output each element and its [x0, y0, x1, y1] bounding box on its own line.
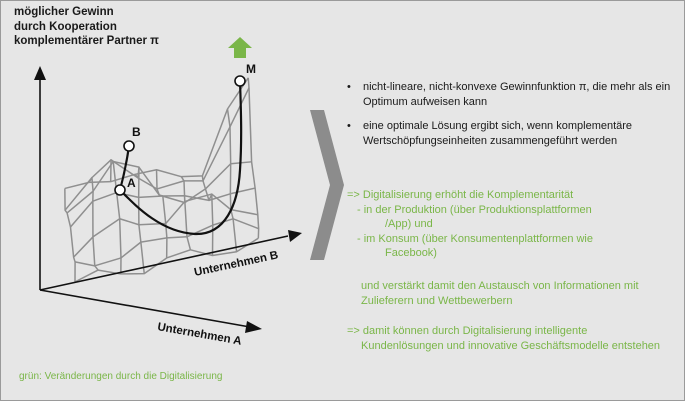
- mesh-line: [64, 87, 250, 211]
- y-axis-arrowhead: [34, 66, 46, 80]
- consumption-line-1: - im Konsum (über Konsumentenplattformen…: [357, 232, 593, 245]
- bullet-item: eine optimale Lösung ergibt sich, wenn k…: [345, 119, 675, 148]
- z-axis-unternehmen-a: [39, 289, 251, 328]
- axes: [34, 66, 302, 333]
- conclusion-block: => damit können durch Digitalisierung in…: [347, 324, 667, 353]
- consumption-line-2: Facebook): [385, 247, 437, 259]
- point-b-marker: [123, 140, 135, 152]
- path-a-to-m: [119, 80, 243, 236]
- x-axis-unternehmen-b: [39, 235, 289, 291]
- mesh-line: [64, 77, 249, 190]
- bullet-item: nicht-lineare, nicht-konvexe Gewinnfunkt…: [345, 80, 675, 109]
- point-a-label: A: [127, 176, 136, 190]
- z-axis-arrowhead: [245, 321, 262, 333]
- y-axis-label: möglicher Gewinn durch Kooperation kompl…: [14, 6, 159, 47]
- conclusion-line-2: Kundenlösungen und innovative Geschäftsm…: [361, 339, 661, 352]
- z-axis-label: Unternehmen A: [156, 321, 242, 348]
- profit-surface-mesh: [64, 77, 260, 283]
- information-exchange-text: und verstärkt damit den Austausch von In…: [361, 280, 639, 307]
- up-arrow-icon: [228, 37, 252, 58]
- digitalization-heading: => Digitalisierung erhöht die Komplement…: [347, 189, 574, 201]
- point-b-label: B: [132, 125, 141, 139]
- mesh-line: [180, 176, 192, 250]
- production-line-1: - in der Produktion (über Produktionspla…: [357, 203, 592, 216]
- digitalization-block: => Digitalisierung erhöht die Komplement…: [347, 188, 667, 261]
- mesh-line: [109, 159, 122, 274]
- bullet-list: nicht-lineare, nicht-konvexe Gewinnfunkt…: [345, 80, 675, 158]
- mesh-line: [73, 193, 258, 258]
- mesh-line: [64, 188, 76, 282]
- point-m-label: M: [246, 62, 256, 76]
- mesh-line: [155, 169, 168, 258]
- mesh-line: [74, 218, 259, 267]
- legend-caption: grün: Veränderungen durch die Digitalisi…: [19, 371, 223, 382]
- point-m-marker: [234, 75, 246, 87]
- mesh-line: [66, 160, 252, 214]
- mesh-line: [74, 237, 259, 283]
- chevron-arrow-icon: [310, 110, 344, 260]
- x-axis-arrowhead: [288, 230, 302, 242]
- production-line-2: /App) und: [385, 218, 433, 230]
- mesh-line: [134, 166, 145, 274]
- conclusion-line-1: => damit können durch Digitalisierung in…: [347, 325, 588, 337]
- point-a-marker: [114, 184, 126, 196]
